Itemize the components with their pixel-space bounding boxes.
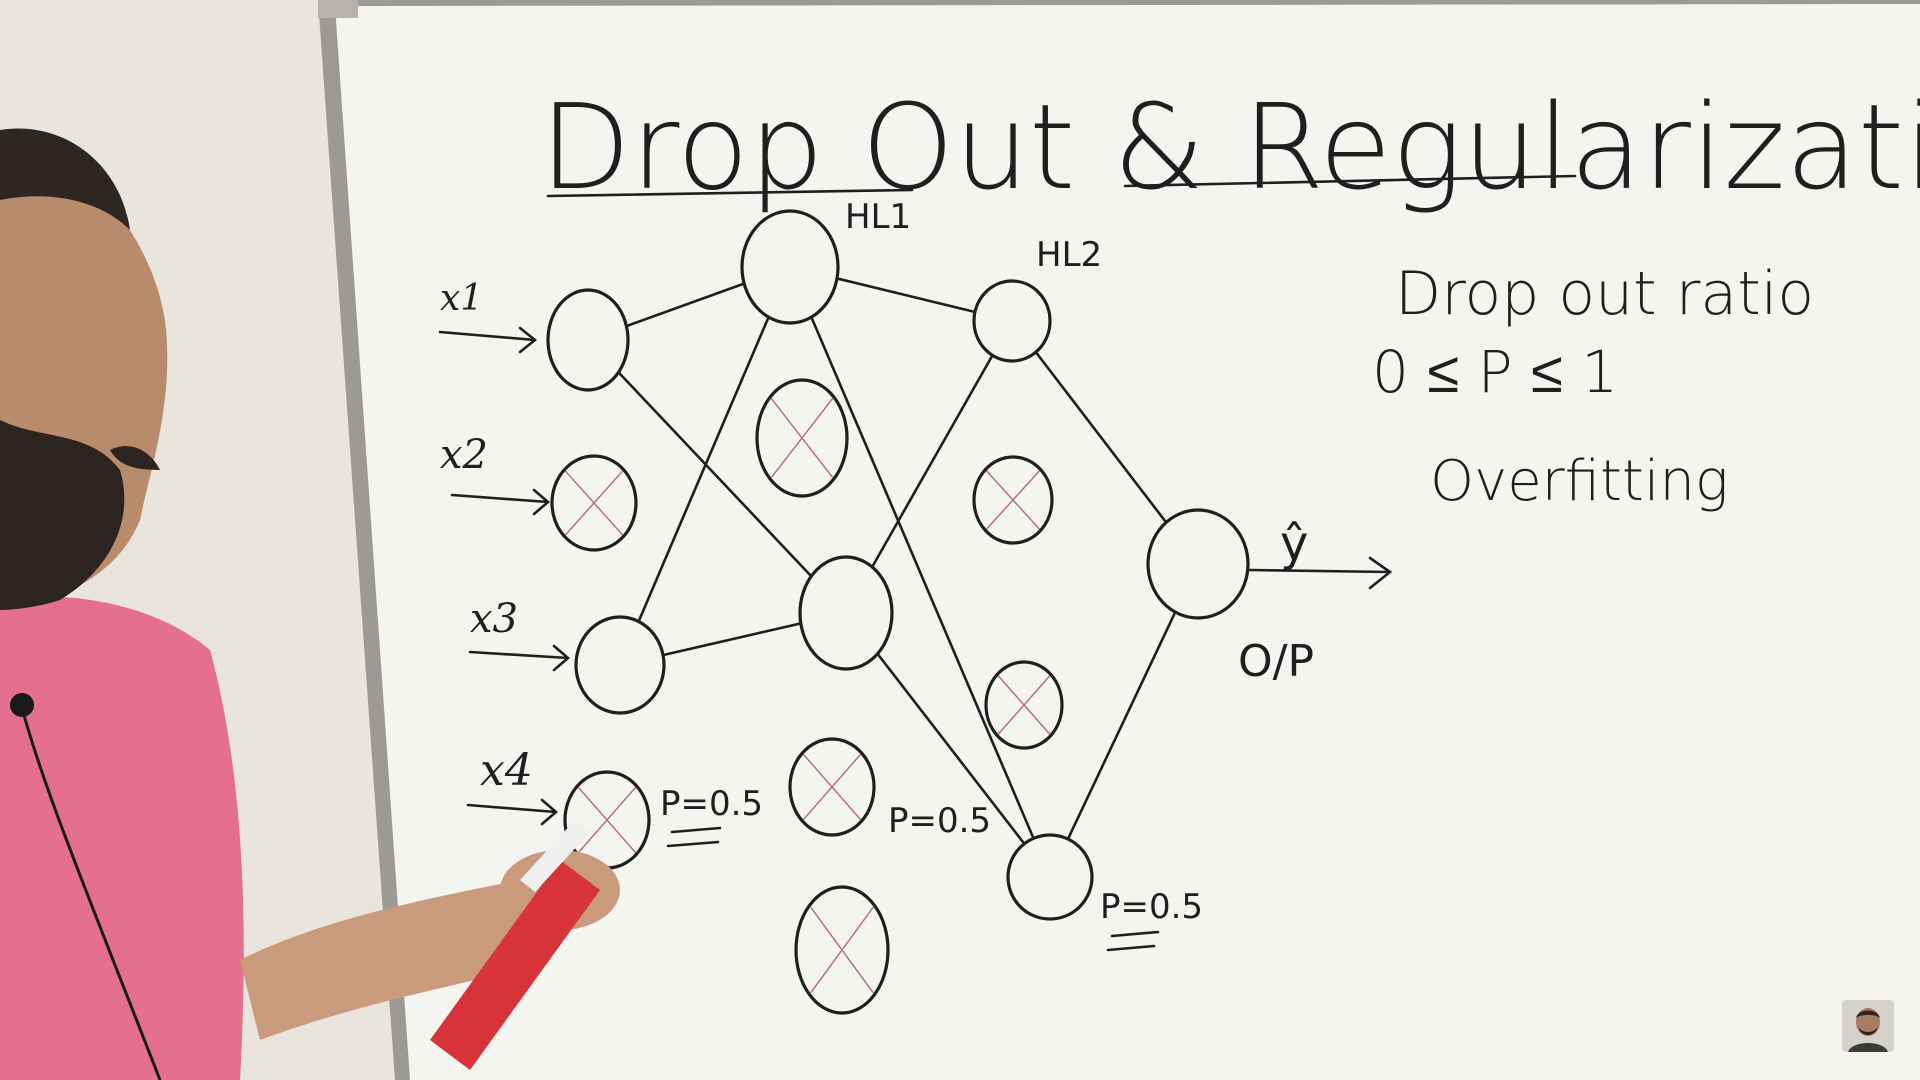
input-label-x2: x2 bbox=[440, 432, 488, 478]
edge-x3-h1a bbox=[635, 309, 773, 628]
node-circle bbox=[1146, 508, 1250, 620]
input-arrow-x1 bbox=[438, 326, 538, 354]
node-out bbox=[1146, 508, 1250, 620]
node-h2b-dropped bbox=[972, 455, 1054, 545]
node-h1d-dropped bbox=[788, 737, 876, 837]
edge-x3-h1c bbox=[659, 622, 802, 657]
note-p-range: 0 ≤ P ≤ 1 bbox=[1372, 338, 1618, 406]
lapel-mic bbox=[10, 693, 34, 717]
input-label-x4: x4 bbox=[480, 745, 533, 796]
dropout-cross-mark bbox=[810, 906, 874, 994]
edge-x1-h1a bbox=[625, 281, 747, 328]
avatar-icon bbox=[1842, 1000, 1894, 1052]
marker-box bbox=[430, 860, 600, 1070]
presenter-mustache bbox=[110, 446, 160, 470]
output-symbol: ŷ bbox=[1280, 516, 1308, 572]
presenter-hair bbox=[0, 128, 130, 230]
output-arrow bbox=[1248, 556, 1393, 590]
edge-h1a-h2a bbox=[835, 277, 979, 314]
dropout-cross-mark bbox=[577, 786, 637, 854]
network-nodes bbox=[546, 209, 1250, 1015]
board-corner-bracket bbox=[318, 0, 358, 18]
presenter-shirt bbox=[0, 596, 244, 1080]
input-arrow-x4 bbox=[466, 798, 558, 826]
hidden1-label: HL1 bbox=[845, 197, 911, 237]
edge-h1c-h2d bbox=[873, 648, 1028, 848]
node-circle bbox=[972, 279, 1052, 363]
edge-h2d-out bbox=[1065, 605, 1179, 844]
edge-x1-h1c bbox=[615, 368, 816, 581]
node-h1b-dropped bbox=[755, 378, 849, 498]
input-arrow-x3 bbox=[468, 644, 570, 672]
node-x2-dropped bbox=[550, 454, 638, 552]
node-h1c bbox=[798, 555, 894, 671]
dropout-cross-mark bbox=[564, 470, 624, 536]
dropout-cross-mark bbox=[802, 753, 862, 821]
edge-h1a-h2d bbox=[807, 309, 1037, 843]
node-h2a bbox=[972, 279, 1052, 363]
node-circle bbox=[574, 615, 666, 715]
output-label: O/P bbox=[1238, 636, 1314, 687]
dropout-cross-mark bbox=[985, 470, 1041, 530]
note-overfitting: Overfitting bbox=[1430, 449, 1729, 514]
presenter bbox=[0, 128, 620, 1080]
presenter-arm bbox=[240, 880, 550, 1040]
node-circle bbox=[740, 209, 840, 325]
dropout-p-input-underline bbox=[666, 826, 722, 848]
title-underline-left bbox=[546, 188, 914, 198]
edge-h1c-h2a bbox=[867, 350, 996, 574]
node-circle bbox=[1006, 833, 1094, 921]
note-dropout-ratio: Drop out ratio bbox=[1395, 259, 1814, 329]
whiteboard bbox=[335, 4, 1920, 1080]
title: Drop Out & Regularization bbox=[540, 78, 1920, 216]
node-h1a bbox=[740, 209, 840, 325]
node-h2d bbox=[1006, 833, 1094, 921]
input-label-x1: x1 bbox=[440, 278, 483, 319]
title-underline-right bbox=[1123, 174, 1577, 188]
edge-h2a-out bbox=[1032, 348, 1171, 528]
node-h2c-dropped bbox=[984, 660, 1064, 750]
input-arrows bbox=[438, 326, 570, 826]
dropout-p-hidden2-underline bbox=[1106, 930, 1160, 952]
network-edges bbox=[615, 277, 1179, 848]
channel-avatar[interactable] bbox=[1842, 1000, 1894, 1052]
dropout-p-input: P=0.5 bbox=[660, 784, 763, 824]
node-x1 bbox=[546, 288, 630, 392]
dropout-cross-mark bbox=[997, 675, 1051, 735]
dropout-p-hidden1: P=0.5 bbox=[888, 801, 991, 841]
input-label-x3: x3 bbox=[470, 596, 518, 642]
node-x3 bbox=[574, 615, 666, 715]
input-arrow-x2 bbox=[450, 488, 550, 516]
marker bbox=[520, 820, 590, 892]
dropout-p-hidden2: P=0.5 bbox=[1100, 887, 1203, 927]
hidden2-label: HL2 bbox=[1036, 235, 1102, 275]
node-circle bbox=[546, 288, 630, 392]
presenter-beard bbox=[0, 420, 125, 610]
mic-cable bbox=[18, 699, 162, 1080]
dropout-cross-mark bbox=[770, 398, 834, 478]
node-circle bbox=[798, 555, 894, 671]
node-h1e-dropped bbox=[794, 885, 890, 1015]
